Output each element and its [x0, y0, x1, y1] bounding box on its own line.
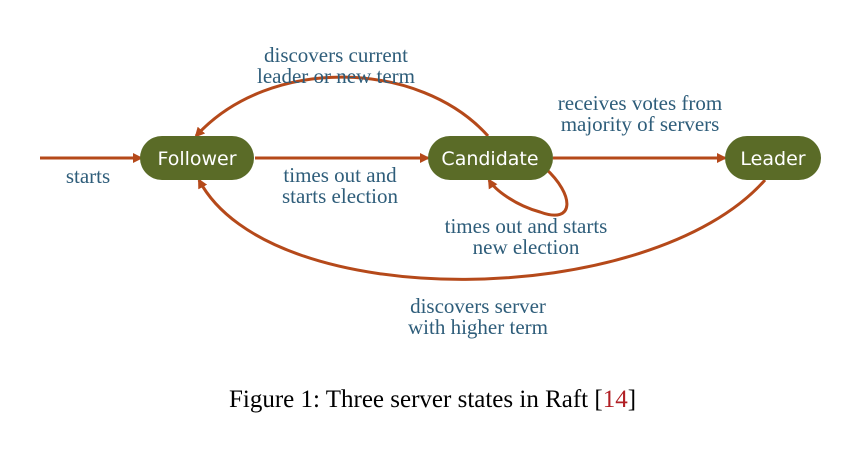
citation-link[interactable]: 14	[602, 386, 628, 413]
restart-label-line2: new election	[473, 235, 580, 259]
candidate-to-follower-arrow	[194, 75, 490, 138]
transition-arrows	[40, 75, 767, 281]
state-candidate-box	[428, 136, 553, 180]
timeout-label-line1: times out and	[283, 163, 397, 187]
higher-term-label-line2: with higher term	[408, 315, 548, 339]
timeout-label-line2: starts election	[282, 184, 399, 208]
state-candidate-label: Candidate	[441, 148, 538, 170]
state-follower-label: Follower	[157, 148, 236, 170]
discover-leader-label-line1: discovers current	[264, 43, 408, 67]
state-leader-box	[725, 136, 821, 180]
higher-term-label-line1: discovers server	[410, 294, 546, 318]
leader-to-follower-arrow	[197, 178, 767, 281]
restart-label-line1: times out and starts	[445, 214, 608, 238]
candidate-self-loop-arrow	[487, 166, 569, 217]
discover-leader-label-line2: leader or new term	[257, 64, 415, 88]
votes-label-line1: receives votes from	[558, 91, 722, 115]
state-leader: Leader	[725, 136, 821, 180]
caption-close-bracket: ]	[627, 386, 637, 413]
state-follower: Follower	[140, 136, 254, 180]
votes-label-line2: majority of servers	[561, 112, 720, 136]
figure-caption: Figure 1: Three server states in Raft [1…	[0, 386, 865, 414]
caption-text: Figure 1: Three server states in Raft [	[228, 386, 603, 413]
start-label: starts	[66, 164, 110, 188]
state-follower-box	[140, 136, 254, 180]
state-leader-label: Leader	[740, 148, 805, 170]
state-candidate: Candidate	[428, 136, 553, 180]
